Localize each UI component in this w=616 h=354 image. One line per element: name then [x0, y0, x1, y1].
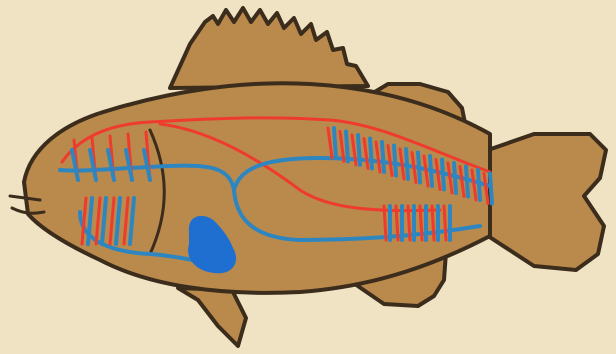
- tail-capillary-blue: [466, 167, 468, 197]
- tail-capillary-blue: [382, 142, 384, 172]
- lower-capillary-red: [408, 206, 410, 240]
- lower-capillary-red: [420, 206, 422, 240]
- tail-capillary-blue: [358, 135, 360, 165]
- fish-body: [24, 83, 490, 293]
- lower-capillary-red: [432, 206, 434, 240]
- pelvic-fin: [178, 288, 246, 346]
- tail-capillary-blue: [418, 153, 420, 183]
- tail-capillary-blue: [370, 139, 372, 169]
- tail-capillary-blue: [454, 163, 456, 193]
- tail-capillary-blue: [346, 132, 348, 162]
- tail-capillary-blue: [406, 149, 408, 179]
- lower-capillary-red: [384, 206, 386, 240]
- tail-capillary-blue: [442, 160, 444, 190]
- tail-capillary-blue: [334, 128, 336, 158]
- tail-capillary-blue: [490, 174, 492, 204]
- lower-capillary-red: [396, 206, 398, 240]
- dorsal-fin: [170, 8, 368, 88]
- tail-capillary-blue: [478, 170, 480, 200]
- lower-capillary-red: [444, 206, 446, 240]
- tail-capillary-blue: [430, 156, 432, 186]
- tail-capillary-blue: [394, 146, 396, 176]
- caudal-fin: [488, 134, 606, 270]
